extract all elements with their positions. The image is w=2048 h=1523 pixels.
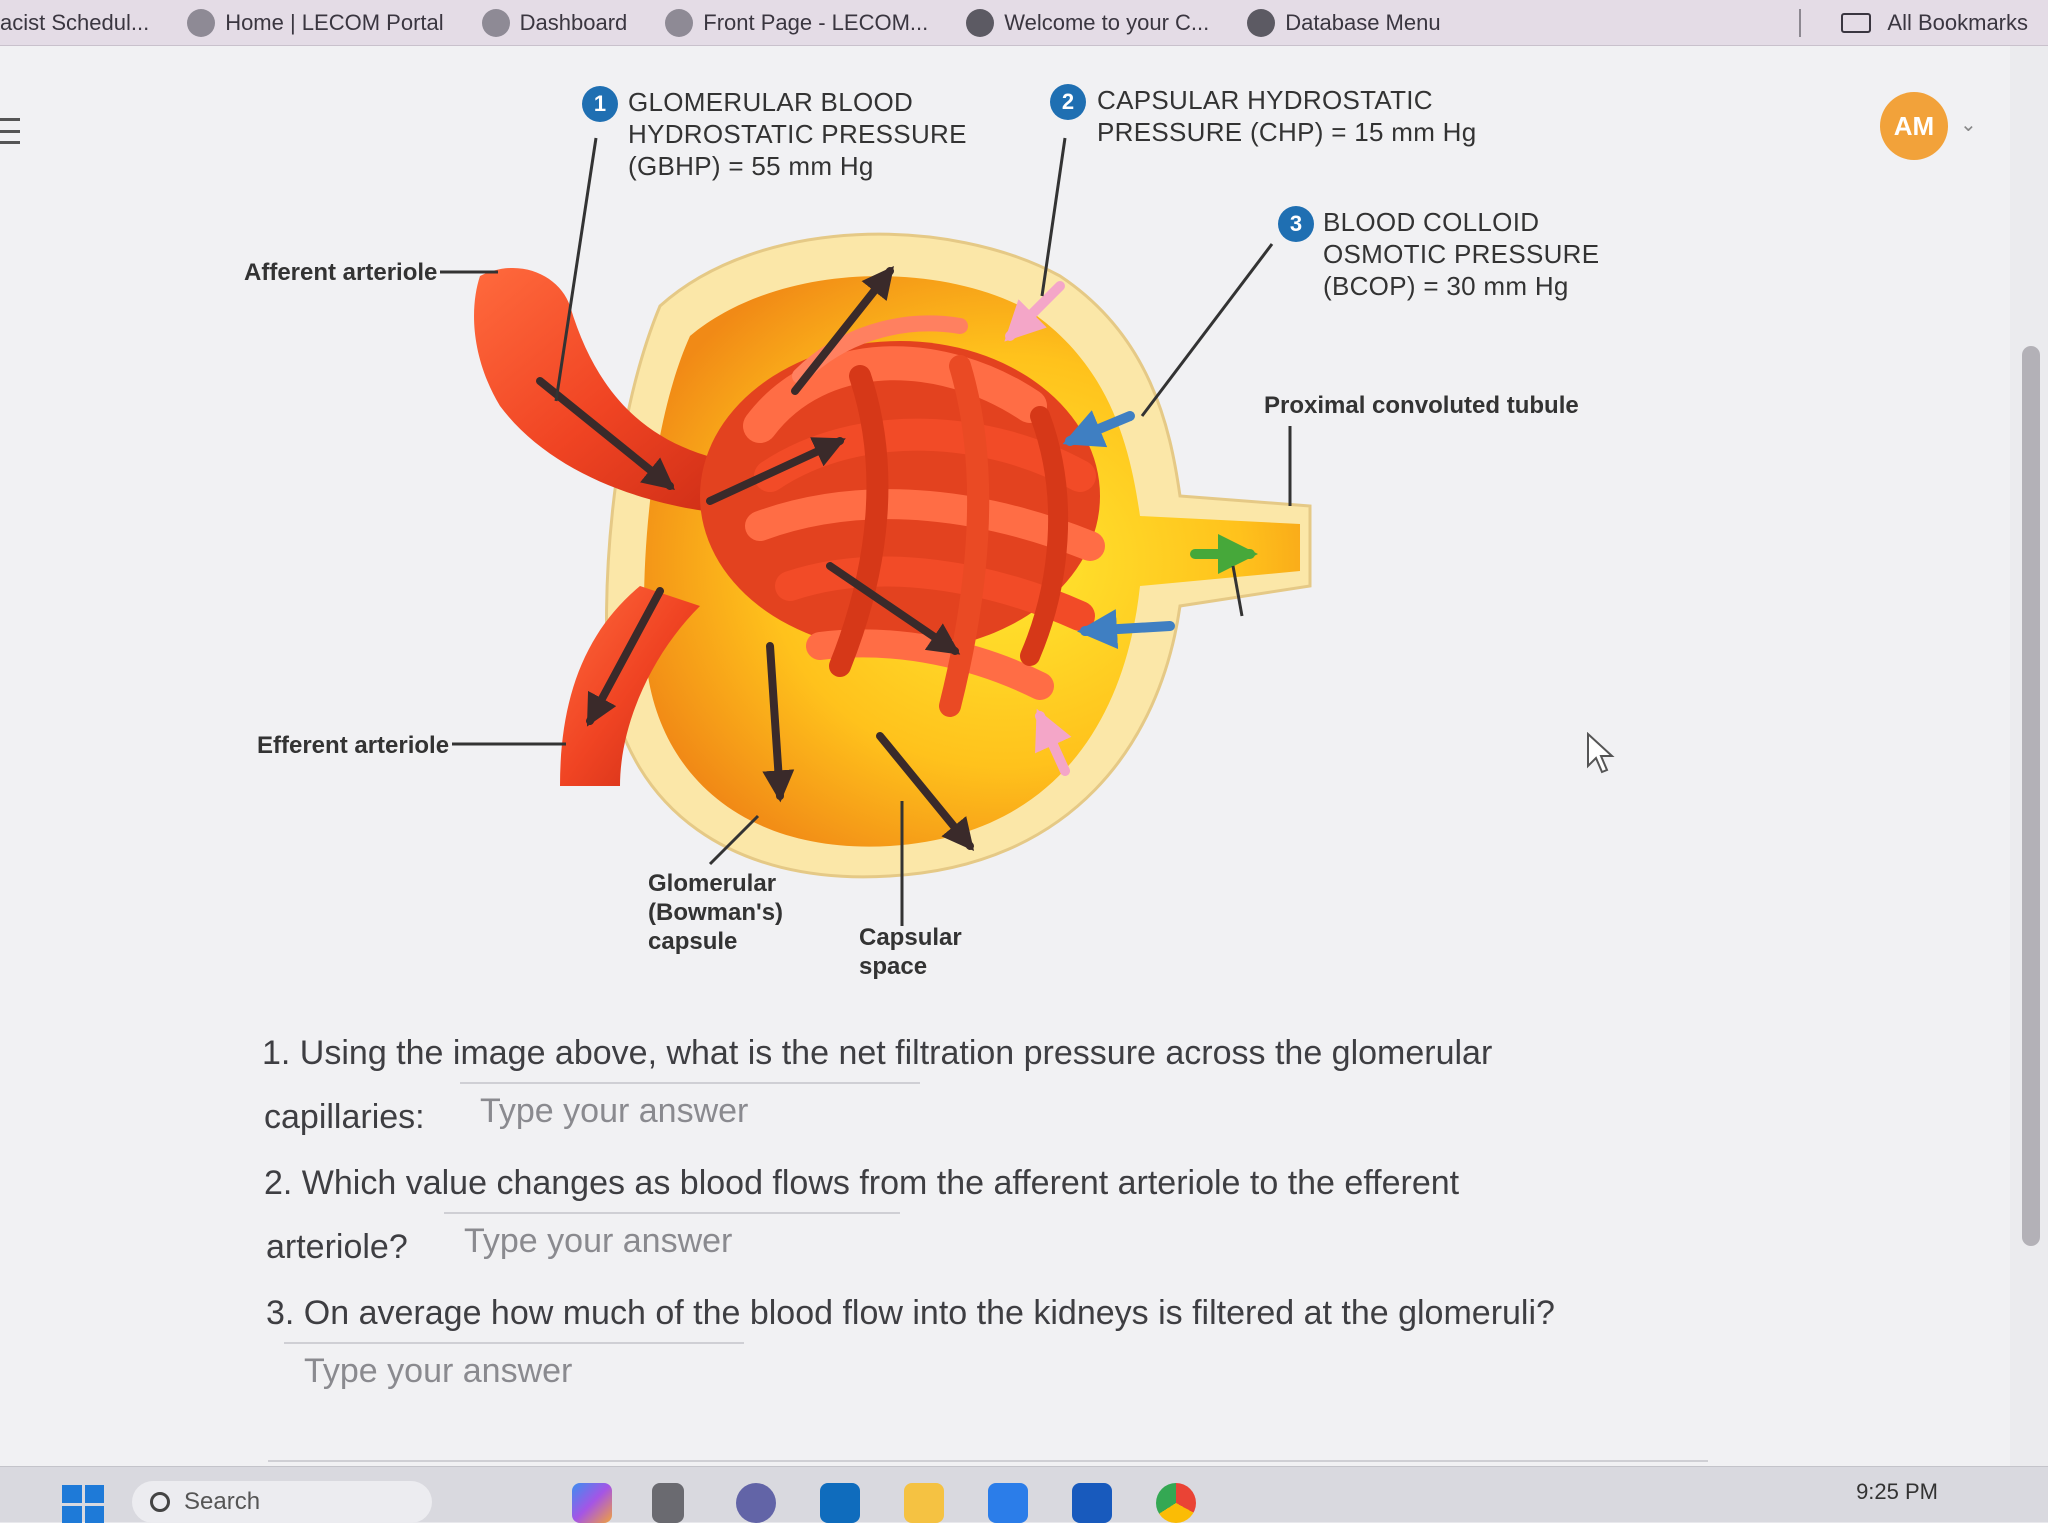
- bookmark-1[interactable]: acist Schedul...: [0, 10, 149, 36]
- bcop-line-3: (BCOP) = 30 mm Hg: [1323, 271, 1569, 301]
- gbhp-line-2: HYDROSTATIC PRESSURE: [628, 119, 967, 149]
- question-2-text: 2. Which value changes as blood flows fr…: [264, 1164, 1460, 1202]
- teams-icon[interactable]: [736, 1483, 776, 1523]
- bookmark-label: acist Schedul...: [0, 9, 150, 35]
- capsule-line-2: (Bowman's): [648, 898, 784, 926]
- bowmans-capsule-label: Glomerular (Bowman's) capsule: [648, 870, 783, 956]
- taskbar: Search 9:25 PM: [0, 1466, 2048, 1523]
- space-line-1: Capsular: [859, 924, 962, 951]
- bcop-line-1: BLOOD COLLOID: [1323, 207, 1540, 237]
- question-1-text: 1. Using the image above, what is the ne…: [262, 1034, 1493, 1072]
- outlook-icon[interactable]: [820, 1483, 860, 1523]
- bookmark-2[interactable]: Home | LECOM Portal: [187, 8, 444, 37]
- bcop-label: BLOOD COLLOID OSMOTIC PRESSURE (BCOP) = …: [1323, 206, 1599, 302]
- all-bookmarks-label: All Bookmarks: [1887, 10, 2028, 35]
- word-icon[interactable]: [1072, 1483, 1112, 1523]
- answer-input-2[interactable]: [444, 1212, 900, 1268]
- bookmark-label: Home | LECOM Portal: [225, 9, 444, 35]
- divider: [268, 1460, 1708, 1462]
- bookmark-label: Dashboard: [519, 9, 628, 35]
- lecom-icon: [665, 8, 694, 37]
- gbhp-label: GLOMERULAR BLOOD HYDROSTATIC PRESSURE (G…: [628, 86, 967, 182]
- question-1-text-line2: capillaries:: [264, 1098, 425, 1136]
- mouse-cursor-icon: [1587, 732, 1615, 774]
- bookmark-label: Welcome to your C...: [1004, 9, 1210, 35]
- search-icon: [150, 1492, 170, 1512]
- number-badge-2: 2: [1050, 84, 1086, 120]
- capsule-line-3: capsule: [648, 927, 738, 955]
- globe-icon: [966, 8, 995, 37]
- question-3-text: 3. On average how much of the blood flow…: [266, 1294, 1555, 1332]
- lecom-icon: [481, 8, 510, 37]
- afferent-arteriole-label: Afferent arteriole: [244, 259, 438, 286]
- bookmark-6[interactable]: Database Menu: [1247, 8, 1441, 37]
- chp-line-1: CAPSULAR HYDROSTATIC: [1097, 85, 1433, 115]
- capsular-space-label: Capsular space: [859, 924, 962, 982]
- chp-line-2: PRESSURE (CHP) = 15 mm Hg: [1097, 117, 1477, 147]
- efferent-arteriole-label: Efferent arteriole: [257, 732, 450, 759]
- gbhp-line-3: (GBHP) = 55 mm Hg: [628, 151, 874, 181]
- bookmark-4[interactable]: Front Page - LECOM...: [665, 8, 929, 37]
- avatar[interactable]: AM: [1880, 92, 1948, 160]
- answer-input-3[interactable]: [284, 1342, 744, 1398]
- proximal-convoluted-tubule-label: Proximal convoluted tubule: [1264, 392, 1579, 419]
- all-bookmarks[interactable]: All Bookmarks: [1799, 0, 2028, 46]
- question-2-text-line2: arteriole?: [266, 1228, 408, 1266]
- answer-input-1[interactable]: [460, 1082, 920, 1138]
- leader-lines: [440, 137, 1292, 926]
- afferent-arteriole: [474, 267, 770, 516]
- number-badge-1: 1: [582, 86, 618, 122]
- chevron-down-icon[interactable]: ⌄: [1960, 114, 1977, 136]
- flow-arrows: [536, 265, 1258, 851]
- bookmark-5[interactable]: Welcome to your C...: [966, 8, 1210, 37]
- scrollbar[interactable]: [2010, 46, 2048, 1466]
- glomerulus-diagram: [440, 137, 1312, 926]
- lecom-icon: [187, 8, 216, 37]
- bookmark-label: Database Menu: [1285, 9, 1441, 35]
- search-label: Search: [184, 1488, 261, 1515]
- store-icon[interactable]: [988, 1483, 1028, 1523]
- capsule-line-1: Glomerular: [648, 870, 777, 897]
- bookmarks-bar: acist Schedul... Home | LECOM Portal Das…: [0, 0, 2048, 46]
- file-icon[interactable]: [652, 1483, 684, 1523]
- windows-start-icon[interactable]: [62, 1485, 104, 1523]
- gbhp-line-1: GLOMERULAR BLOOD: [628, 87, 914, 117]
- space-line-2: space: [859, 952, 928, 980]
- bcop-line-2: OSMOTIC PRESSURE: [1323, 239, 1600, 269]
- efferent-arteriole: [560, 586, 700, 786]
- bookmark-3[interactable]: Dashboard: [481, 8, 628, 37]
- clock[interactable]: 9:25 PM: [1856, 1479, 1938, 1504]
- globe-icon: [1247, 8, 1276, 37]
- file-explorer-icon[interactable]: [904, 1483, 944, 1523]
- chrome-icon[interactable]: [1156, 1483, 1196, 1523]
- number-badge-3: 3: [1278, 206, 1314, 242]
- hamburger-menu-icon[interactable]: [0, 118, 22, 144]
- bookmark-label: Front Page - LECOM...: [703, 9, 929, 35]
- chp-label: CAPSULAR HYDROSTATIC PRESSURE (CHP) = 15…: [1097, 84, 1477, 148]
- taskbar-search[interactable]: Search: [132, 1481, 432, 1523]
- scroll-thumb[interactable]: [2022, 346, 2040, 1246]
- copilot-icon[interactable]: [572, 1483, 612, 1523]
- glomerular-capillaries: [700, 315, 1105, 717]
- divider: [1799, 9, 1802, 37]
- folder-icon: [1841, 13, 1872, 33]
